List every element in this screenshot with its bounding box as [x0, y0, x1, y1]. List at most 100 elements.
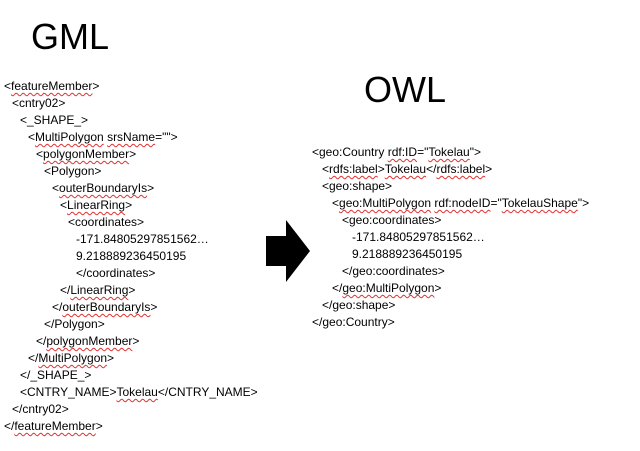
owl-code-token-underlined: geo:MultiPolygon — [342, 281, 435, 295]
gml-code-line: <featureMember> — [4, 78, 258, 95]
owl-code-line: </geo:Country> — [312, 314, 589, 331]
owl-code-token: <geo:Country — [312, 145, 388, 159]
gml-code-token-underlined: featureMember — [11, 79, 93, 93]
gml-code-line: <coordinates> — [4, 214, 258, 231]
owl-code-line: -171.84805297851562… — [312, 229, 589, 246]
owl-code-token: </ — [332, 281, 343, 295]
gml-code-token: </_SHAPE_> — [20, 368, 92, 382]
gml-code-line: <LinearRing> — [4, 197, 258, 214]
owl-code-line: 9.218889236450195 — [312, 246, 589, 263]
gml-code-line: </outerBoundaryIs> — [4, 299, 258, 316]
owl-heading: OWL — [364, 69, 447, 110]
owl-code-token: </geo:coordinates> — [342, 264, 445, 278]
owl-code-token: < — [322, 162, 330, 176]
owl-code-token: "> — [469, 145, 481, 159]
gml-code-token: < — [4, 79, 12, 93]
gml-code-token: > — [95, 419, 103, 433]
owl-code-token: > — [377, 162, 385, 176]
gml-code-token: </ — [36, 334, 47, 348]
gml-code-token: < — [28, 130, 36, 144]
gml-code-token: > — [147, 181, 155, 195]
gml-code-token: < — [60, 198, 68, 212]
gml-code-token: < — [36, 147, 44, 161]
owl-code-token-underlined: Tokelau — [428, 145, 470, 159]
owl-code-token: =" — [490, 196, 502, 210]
gml-code-token: =""> — [155, 130, 178, 144]
owl-code-token: </geo:shape> — [322, 298, 396, 312]
owl-code-line: </geo:shape> — [312, 297, 589, 314]
gml-code-token: -171.84805297851562… — [76, 232, 209, 246]
gml-code-line: </coordinates> — [4, 265, 258, 282]
gml-code-token: </CNTRY_NAME> — [157, 385, 258, 399]
gml-code-line: <_SHAPE_> — [4, 112, 258, 129]
gml-code-token: > — [129, 147, 137, 161]
right-arrow-icon — [266, 220, 310, 282]
gml-code-line: </MultiPolygon> — [4, 350, 258, 367]
owl-code-block: <geo:Country rdf:ID="Tokelau"><rdfs:labe… — [312, 144, 589, 331]
owl-code-token: <geo:coordinates> — [342, 213, 442, 227]
owl-code-token: > — [485, 162, 493, 176]
gml-code-token-underlined: MultiPolygon — [38, 351, 108, 365]
gml-code-line: <MultiPolygon srsName=""> — [4, 129, 258, 146]
owl-code-token-underlined: rdf:ID — [387, 145, 418, 159]
gml-code-block: <featureMember><cntry02><_SHAPE_><MultiP… — [4, 78, 258, 435]
gml-code-token: > — [132, 334, 140, 348]
owl-code-token: 9.218889236450195 — [352, 247, 463, 261]
gml-code-line: </polygonMember> — [4, 333, 258, 350]
gml-code-token: </ — [60, 283, 71, 297]
owl-code-token: <geo:shape> — [322, 179, 393, 193]
gml-code-line: <CNTRY_NAME>Tokelau</CNTRY_NAME> — [4, 384, 258, 401]
gml-code-token: </ — [52, 300, 63, 314]
owl-code-token: < — [332, 196, 340, 210]
gml-code-token: </coordinates> — [76, 266, 156, 280]
owl-code-line: <geo:Country rdf:ID="Tokelau"> — [312, 144, 589, 161]
gml-code-token: </cntry02> — [12, 402, 69, 416]
owl-code-token-underlined: TokelauShape — [501, 196, 578, 210]
owl-code-token: =" — [417, 145, 429, 159]
gml-code-token: </Polygon> — [44, 317, 105, 331]
owl-code-line: </geo:MultiPolygon> — [312, 280, 589, 297]
gml-code-token-underlined: Tokelau — [116, 385, 158, 399]
gml-code-token: <CNTRY_NAME> — [20, 385, 117, 399]
owl-code-token: </geo:Country> — [312, 315, 395, 329]
gml-code-token-underlined: outerBoundaryIs — [62, 300, 151, 314]
gml-code-token-underlined: polygonMember — [46, 334, 133, 348]
gml-heading: GML — [31, 16, 110, 57]
gml-code-token-underlined: srsName — [107, 130, 156, 144]
owl-code-line: <geo:coordinates> — [312, 212, 589, 229]
gml-code-token-underlined: featureMember — [14, 419, 96, 433]
gml-code-line: <outerBoundaryIs> — [4, 180, 258, 197]
gml-code-token: <Polygon> — [44, 164, 102, 178]
gml-code-token: > — [128, 283, 136, 297]
gml-code-token: > — [150, 300, 158, 314]
gml-code-line: <Polygon> — [4, 163, 258, 180]
gml-code-token: > — [107, 351, 115, 365]
owl-code-token: > — [434, 281, 442, 295]
gml-code-line: <cntry02> — [4, 95, 258, 112]
owl-code-token: </ — [426, 162, 437, 176]
gml-code-token-underlined: polygonMember — [43, 147, 130, 161]
gml-code-token: <cntry02> — [12, 96, 66, 110]
gml-code-line: </Polygon> — [4, 316, 258, 333]
gml-code-line: </_SHAPE_> — [4, 367, 258, 384]
gml-code-line: </cntry02> — [4, 401, 258, 418]
owl-code-token-underlined: rdf:nodeID — [434, 196, 491, 210]
gml-code-token: > — [125, 198, 133, 212]
gml-code-line: <polygonMember> — [4, 146, 258, 163]
gml-code-token: 9.218889236450195 — [76, 249, 187, 263]
gml-code-token: <coordinates> — [68, 215, 145, 229]
right-arrow-shape — [266, 220, 310, 282]
gml-code-token-underlined: LinearRing — [70, 283, 129, 297]
gml-code-token-underlined: outerBoundaryIs — [59, 181, 148, 195]
owl-code-line: <geo:shape> — [312, 178, 589, 195]
gml-code-line: -171.84805297851562… — [4, 231, 258, 248]
gml-code-token-underlined: MultiPolygon — [35, 130, 104, 144]
gml-code-token: </ — [28, 351, 39, 365]
owl-code-line: <geo:MultiPolygon rdf:nodeID="TokelauSha… — [312, 195, 589, 212]
owl-code-token-underlined: rdfs:label — [329, 162, 378, 176]
owl-code-token-underlined: Tokelau — [384, 162, 427, 176]
gml-code-line: </featureMember> — [4, 418, 258, 435]
gml-code-token-underlined: LinearRing — [67, 198, 126, 212]
gml-code-line: </LinearRing> — [4, 282, 258, 299]
owl-code-token-underlined: geo:MultiPolygon — [339, 196, 432, 210]
